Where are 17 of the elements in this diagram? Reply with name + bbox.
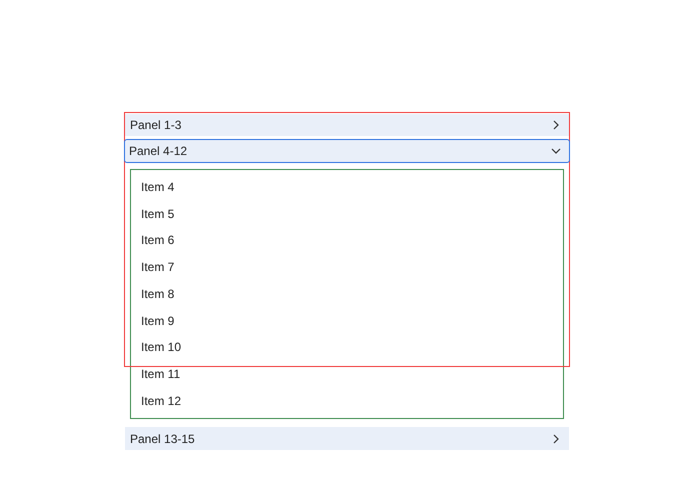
list-item: Item 12 xyxy=(131,388,563,413)
list-item: Item 5 xyxy=(131,202,563,226)
list-item: Item 9 xyxy=(131,308,563,332)
accordion-header xyxy=(124,139,570,163)
accordion-header xyxy=(125,427,569,450)
panel-title: Panel 1-3 xyxy=(130,118,182,132)
list-item: Item 8 xyxy=(131,282,563,306)
panel-title: Panel 4-12 xyxy=(129,144,188,158)
item-list-panel xyxy=(130,169,564,419)
highlight-frame xyxy=(124,112,570,367)
list-item: Item 10 xyxy=(131,335,563,360)
accordion-header xyxy=(125,114,569,136)
list-item: Item 4 xyxy=(131,175,563,199)
panel-title: Panel 13-15 xyxy=(130,432,195,446)
list-item: Item 11 xyxy=(131,362,563,386)
list-item: Item 6 xyxy=(131,228,563,252)
list-item: Item 7 xyxy=(131,255,563,280)
